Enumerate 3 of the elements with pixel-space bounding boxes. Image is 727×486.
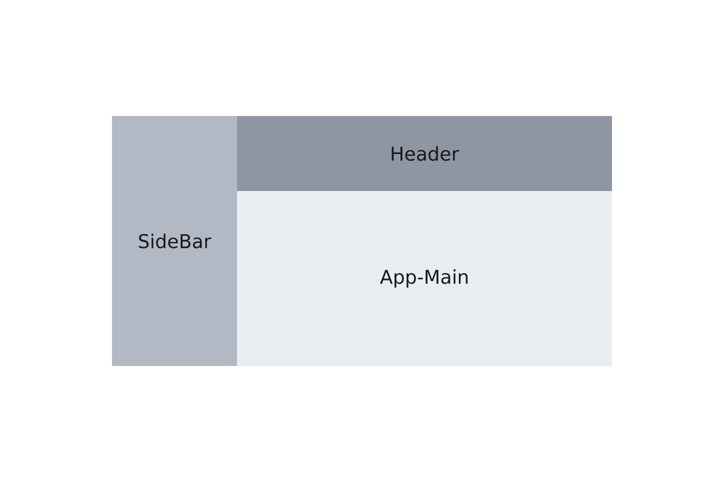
sidebar-panel: SideBar bbox=[112, 116, 237, 366]
header-bar: Header bbox=[237, 116, 612, 191]
main-panel: App-Main bbox=[237, 191, 612, 366]
